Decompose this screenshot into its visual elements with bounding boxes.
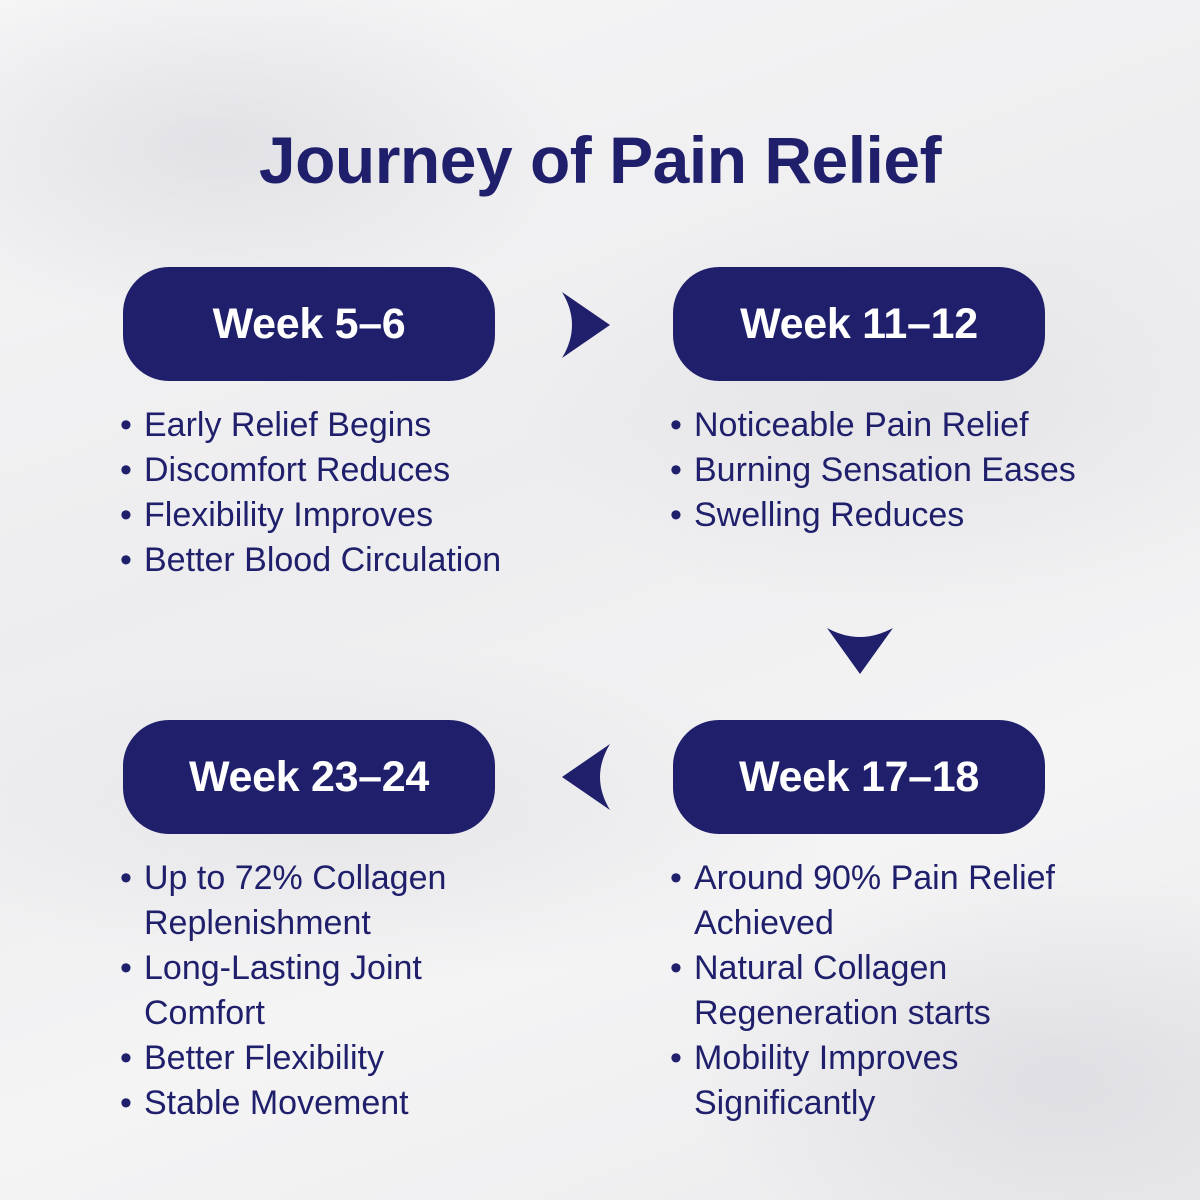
list-item: Stable Movement [120, 1081, 550, 1126]
chevron-down-icon [827, 628, 893, 674]
list-item: Flexibility Improves [120, 493, 590, 538]
stage-list-week-23-24: Up to 72% Collagen Replenishment Long-La… [120, 856, 550, 1126]
list-item: Burning Sensation Eases [670, 448, 1120, 493]
stage-pill-week-11-12: Week 11–12 [673, 267, 1045, 381]
stage-list-week-11-12: Noticeable Pain Relief Burning Sensation… [670, 403, 1120, 538]
list-item: Noticeable Pain Relief [670, 403, 1120, 448]
list-item: Better Blood Circulation [120, 538, 590, 583]
list-item: Discomfort Reduces [120, 448, 590, 493]
list-item: Early Relief Begins [120, 403, 590, 448]
stage-pill-week-23-24: Week 23–24 [123, 720, 495, 834]
stage-list-week-17-18: Around 90% Pain Relief Achieved Natural … [670, 856, 1120, 1126]
chevron-right-icon [562, 292, 610, 358]
list-item: Around 90% Pain Relief Achieved [670, 856, 1120, 946]
chevron-left-icon [562, 744, 610, 810]
stage-list-week-5-6: Early Relief Begins Discomfort Reduces F… [120, 403, 590, 583]
list-item: Long-Lasting Joint Comfort [120, 946, 550, 1036]
list-item: Up to 72% Collagen Replenishment [120, 856, 550, 946]
list-item: Mobility Improves Significantly [670, 1036, 1120, 1126]
stage-pill-week-5-6: Week 5–6 [123, 267, 495, 381]
list-item: Swelling Reduces [670, 493, 1120, 538]
page-title: Journey of Pain Relief [258, 123, 942, 198]
stage-pill-week-17-18: Week 17–18 [673, 720, 1045, 834]
list-item: Natural Collagen Regeneration starts [670, 946, 1120, 1036]
list-item: Better Flexibility [120, 1036, 550, 1081]
